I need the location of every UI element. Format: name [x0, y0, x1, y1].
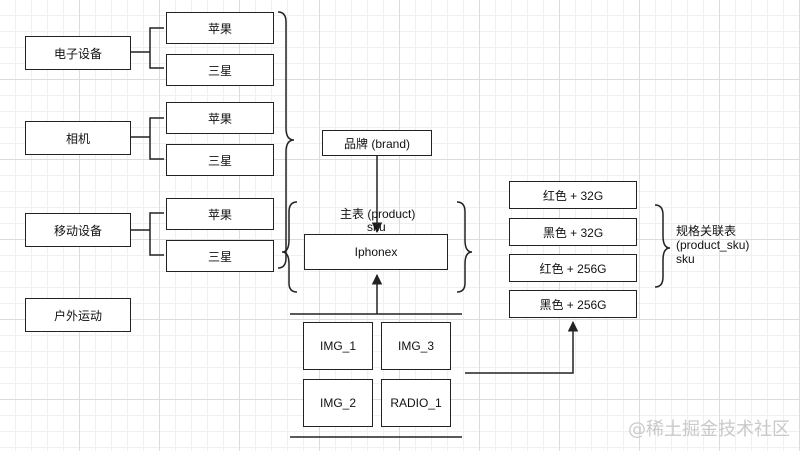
- brace-brands: [277, 11, 295, 269]
- brace-product-left: [281, 201, 298, 293]
- brand-camera-samsung: 三星: [166, 144, 274, 176]
- arrow-media-to-sku: [465, 320, 579, 374]
- category-mobile: 移动设备: [25, 213, 131, 247]
- brand-camera-apple: 苹果: [166, 102, 274, 134]
- product-table-sku: sku: [367, 220, 386, 234]
- sku-red-32g: 红色 + 32G: [509, 181, 637, 209]
- media-img-2: IMG_2: [303, 379, 373, 427]
- product-item-iphonex: Iphonex: [304, 234, 448, 270]
- fork-camera: [130, 117, 164, 160]
- spec-table-title: 规格关联表: [676, 224, 737, 238]
- brand-electronics-samsung: 三星: [166, 54, 274, 86]
- brand-electronics-apple: 苹果: [166, 12, 274, 44]
- spec-table-sku: sku: [676, 252, 695, 266]
- media-img-1: IMG_1: [303, 322, 373, 370]
- fork-mobile: [130, 212, 164, 256]
- product-table-title: 主表 (product): [340, 207, 416, 221]
- brand-table: 品牌 (brand): [322, 130, 432, 156]
- media-radio-1: RADIO_1: [381, 379, 451, 427]
- sku-red-256g: 红色 + 256G: [509, 254, 637, 282]
- category-camera: 相机: [25, 121, 131, 155]
- brace-skus: [654, 204, 671, 288]
- brace-product-right: [456, 201, 473, 293]
- sku-black-32g: 黑色 + 32G: [509, 218, 637, 246]
- media-img-3: IMG_3: [381, 322, 451, 370]
- fork-electronics: [130, 27, 164, 69]
- watermark: @稀土掘金技术社区: [628, 419, 790, 440]
- brand-mobile-samsung: 三星: [166, 240, 274, 272]
- category-electronics: 电子设备: [25, 36, 131, 70]
- brand-mobile-apple: 苹果: [166, 198, 274, 230]
- category-outdoor: 户外运动: [25, 298, 131, 332]
- spec-table-name: (product_sku): [676, 238, 750, 252]
- sku-black-256g: 黑色 + 256G: [509, 290, 637, 318]
